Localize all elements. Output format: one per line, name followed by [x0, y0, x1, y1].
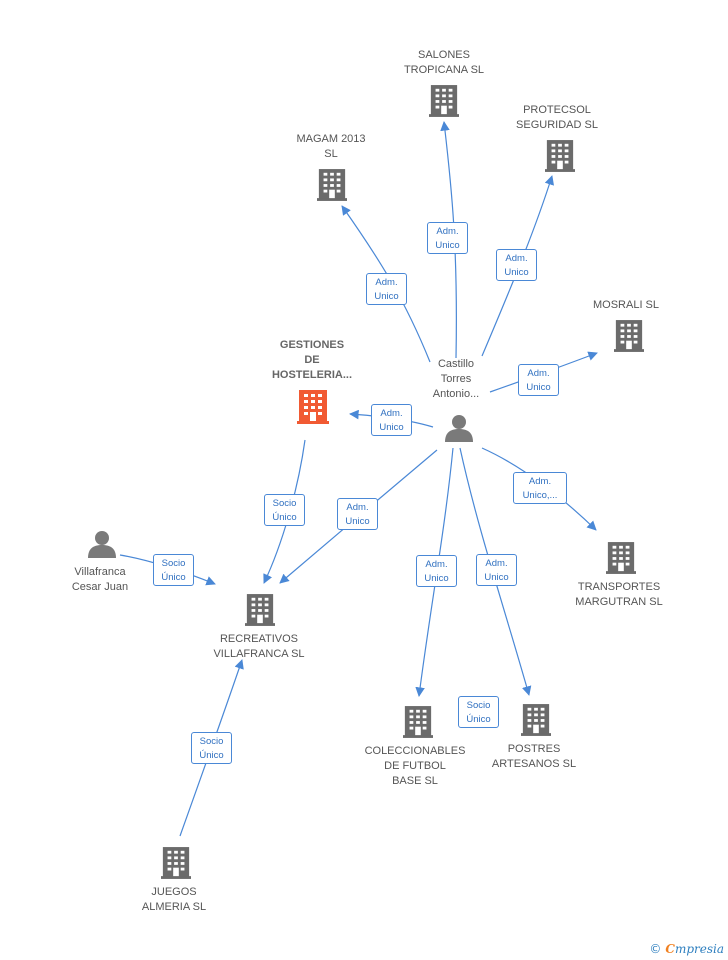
edge-label-line: Unico	[526, 382, 551, 393]
edge-label-line: Unico	[374, 291, 399, 302]
edge-label-line: Adm.	[346, 502, 369, 513]
edge-label-line: Adm.	[436, 226, 459, 237]
edge-label-postres[interactable]: Adm. Unico	[476, 554, 517, 586]
edge-label-gestiones-recreativos[interactable]: Socio Único	[264, 494, 305, 526]
building-icon[interactable]	[521, 703, 551, 737]
edge-label-line: Unico	[424, 573, 449, 584]
edge-label-coleccionables[interactable]: Adm. Unico	[416, 555, 457, 587]
node-label-line: DE	[304, 354, 320, 366]
edge-label-line: Adm.	[505, 253, 528, 264]
edge-label-line: Unico	[345, 516, 370, 527]
node-label-line: VILLAFRANCA SL	[213, 648, 305, 660]
node-label-line: SL	[324, 148, 338, 160]
edge-label-salones[interactable]: Adm. Unico	[427, 222, 468, 254]
building-icon[interactable]	[317, 168, 347, 202]
edge-label-line: Socio	[466, 700, 491, 711]
node-label-line: Antonio...	[432, 388, 480, 400]
building-icon[interactable]	[403, 705, 433, 739]
node-label-line: Castillo	[437, 358, 475, 370]
edge-label-line: Adm.	[485, 558, 508, 569]
node-label-line: JUEGOS	[151, 886, 197, 898]
building-icon[interactable]	[606, 541, 636, 575]
node-label-line: MOSRALI SL	[592, 299, 660, 311]
node-label-line: ALMERIA SL	[141, 901, 207, 913]
edge-label-line: Único	[161, 572, 186, 583]
edge-label-line: Socio	[161, 558, 186, 569]
node-mosrali[interactable]: MOSRALI SL	[593, 298, 659, 313]
edge-label-gestiones[interactable]: Adm. Unico	[371, 404, 412, 436]
edge-label-protecsol[interactable]: Adm. Unico	[496, 249, 537, 281]
edge-label-line: Socio	[199, 736, 224, 747]
building-icon[interactable]	[297, 390, 329, 424]
node-label-line: MARGUTRAN SL	[575, 596, 663, 608]
edge-label-line: Adm.	[375, 277, 398, 288]
node-salones-tropicana[interactable]: SALONES TROPICANA SL	[404, 48, 484, 78]
edge-label-line: Unico,...	[522, 490, 558, 501]
node-label-line: Villafranca	[74, 566, 126, 578]
brand-initial: C	[665, 942, 675, 956]
node-label-line: TRANSPORTES	[577, 581, 661, 593]
person-icon[interactable]	[87, 530, 117, 558]
edge-label-line: Único	[466, 714, 491, 725]
edge-label-line: Adm.	[425, 559, 448, 570]
edge-label-line: Adm.	[528, 476, 552, 487]
node-label-line: PROTECSOL	[523, 104, 591, 116]
node-postres-artesanos[interactable]: POSTRES ARTESANOS SL	[492, 742, 576, 772]
building-icon[interactable]	[614, 319, 644, 353]
node-label-line: POSTRES	[507, 743, 561, 755]
person-icon[interactable]	[444, 414, 474, 442]
node-label-line: TROPICANA SL	[403, 64, 485, 76]
node-juegos-almeria[interactable]: JUEGOS ALMERIA SL	[142, 885, 206, 915]
node-coleccionables-futbol-base[interactable]: COLECCIONABLES DE FUTBOL BASE SL	[365, 744, 466, 789]
node-label-line: ARTESANOS SL	[491, 758, 577, 770]
building-icon[interactable]	[429, 84, 459, 118]
node-gestiones-hosteleria[interactable]: GESTIONES DE HOSTELERIA...	[272, 338, 352, 383]
node-label-line: SEGURIDAD SL	[516, 119, 598, 131]
node-label-line: BASE SL	[392, 775, 438, 787]
edge-label-magam[interactable]: Adm. Unico	[366, 273, 407, 305]
copyright-icon: ©	[649, 942, 662, 956]
edge-label-villafranca[interactable]: Socio Único	[153, 554, 194, 586]
edge-label-line: Único	[272, 512, 297, 523]
node-transportes-margutran[interactable]: TRANSPORTES MARGUTRAN SL	[575, 580, 662, 610]
building-icon[interactable]	[161, 846, 191, 880]
building-icon[interactable]	[545, 139, 575, 173]
edge-label-juegos[interactable]: Socio Único	[191, 732, 232, 764]
node-label-line: RECREATIVOS	[219, 633, 299, 645]
edge-label-recreativos-castillo[interactable]: Adm. Unico	[337, 498, 378, 530]
brand-name: mpresia	[674, 942, 724, 956]
node-protecsol-seguridad[interactable]: PROTECSOL SEGURIDAD SL	[516, 103, 598, 133]
node-label-line: SALONES	[418, 49, 470, 61]
node-magam-2013[interactable]: MAGAM 2013 SL	[296, 132, 365, 162]
node-label-line: COLECCIONABLES	[364, 745, 466, 757]
edge-label-line: Adm.	[527, 368, 550, 379]
node-label-line: Torres	[440, 373, 472, 385]
building-icon[interactable]	[245, 593, 275, 627]
edge-label-line: Unico	[435, 240, 460, 251]
node-label-line: DE FUTBOL	[384, 760, 446, 772]
edge-label-line: Socio	[272, 498, 297, 509]
edge-label-line: Unico	[484, 572, 509, 583]
edge-label-mosrali[interactable]: Adm. Unico	[518, 364, 559, 396]
node-label-line: Cesar Juan	[71, 581, 129, 593]
node-label-line: GESTIONES	[279, 339, 345, 351]
edge-label-line: Único	[199, 750, 224, 761]
node-label-line: HOSTELERIA...	[271, 369, 353, 381]
edge-label-transportes[interactable]: Adm. Unico,...	[513, 472, 567, 504]
edge-label-line: Unico	[379, 422, 404, 433]
node-recreativos-villafranca[interactable]: RECREATIVOS VILLAFRANCA SL	[213, 632, 304, 662]
node-villafranca-cesar-juan[interactable]: Villafranca Cesar Juan	[72, 565, 128, 595]
node-castillo-torres-antonio[interactable]: Castillo Torres Antonio...	[433, 357, 479, 402]
edge-label-line: Unico	[504, 267, 529, 278]
node-label-line: MAGAM 2013	[296, 133, 366, 145]
edge-label-line: Adm.	[380, 408, 403, 419]
brand-logo[interactable]: ©Cmpresia	[649, 942, 724, 956]
edge-label-postres-socio[interactable]: Socio Único	[458, 696, 499, 728]
